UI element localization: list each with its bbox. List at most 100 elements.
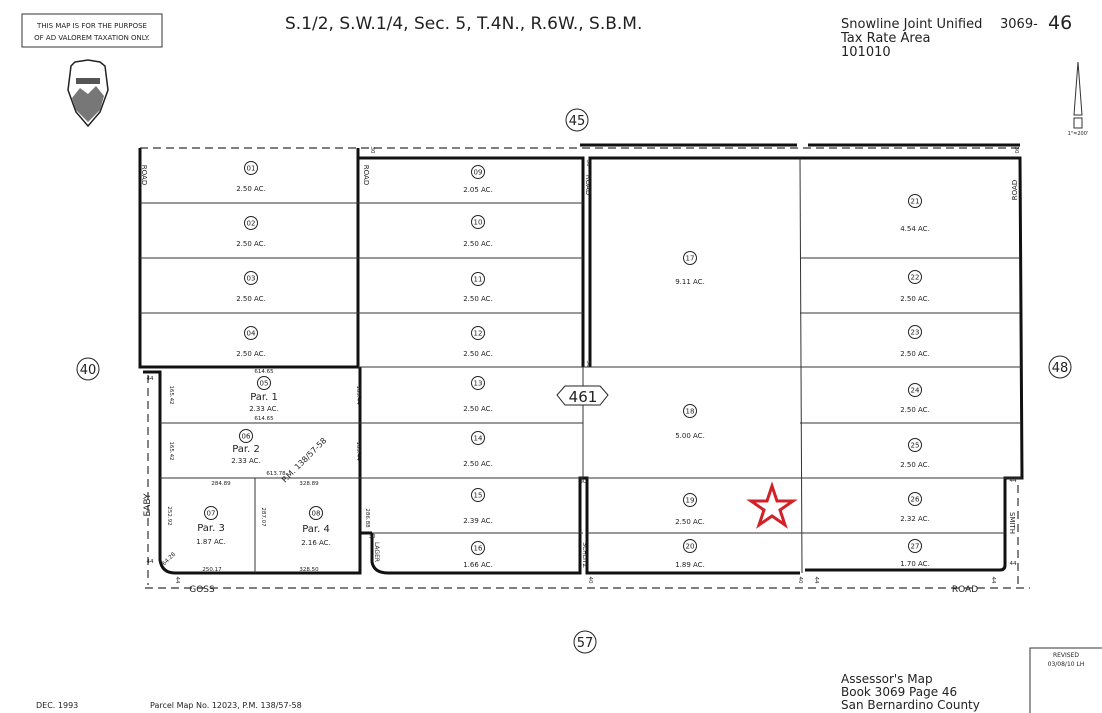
assessor-line3: San Bernardino County — [841, 698, 980, 712]
parcel-number-circle — [908, 194, 922, 208]
parcel-number: 19 — [686, 497, 695, 505]
parcel-12[interactable]: 122.50 AC. — [463, 326, 493, 359]
parcel-20[interactable]: 201.89 AC. — [675, 539, 705, 570]
dimension-label: 613.78 — [266, 471, 286, 477]
map-title: S.1/2, S.W.1/4, Sec. 5, T.4N., R.6W., S.… — [285, 14, 642, 34]
parcel-10[interactable]: 102.50 AC. — [463, 215, 493, 249]
adjacent-page-south-label: 57 — [577, 636, 594, 651]
parcel-number: 25 — [911, 442, 920, 450]
road-name-smith: SMITH — [1008, 512, 1016, 534]
road-width-label: 30 — [585, 160, 591, 167]
parcel-01[interactable]: 012.50 AC. — [236, 161, 266, 194]
parcel-acreage: 2.50 AC. — [675, 518, 705, 526]
parcel-acreage: 2.50 AC. — [900, 295, 930, 303]
dimension-label: 165.44 — [355, 385, 361, 405]
parcel-11[interactable]: 112.50 AC. — [463, 272, 493, 304]
road-width-label: 44 — [147, 376, 154, 382]
parcel-number-circle — [309, 506, 323, 520]
revised-box: REVISED 03/08/10 LH — [1029, 647, 1102, 713]
star-marker-icon — [746, 481, 798, 529]
parcel-acreage: 2.50 AC. — [236, 185, 266, 193]
parcel-acreage: 2.50 AC. — [900, 350, 930, 358]
parcel-acreage: 1.89 AC. — [675, 561, 705, 569]
adjacent-page-west[interactable]: 40 — [76, 357, 100, 381]
dimension-label: 287.07 — [260, 507, 266, 527]
parcel-24[interactable]: 242.50 AC. — [900, 383, 930, 415]
parcel-27[interactable]: 271.70 AC. — [900, 539, 930, 569]
parcel-number: 18 — [686, 408, 695, 416]
parcel-number: 02 — [247, 220, 256, 228]
parcel-number-circle — [244, 271, 258, 285]
dimension-label: 284.89 — [211, 481, 231, 487]
parcel-02[interactable]: 02 2.50 AC. — [236, 216, 266, 249]
assessor-line1: Assessor's Map — [841, 672, 933, 686]
dimension-label: 614.65 — [254, 416, 274, 422]
parcel-14[interactable]: 142.50 AC. — [463, 431, 493, 469]
parcel-number: 10 — [474, 219, 483, 227]
road-name-south-east: ROAD — [952, 585, 978, 595]
disclaimer-box: THIS MAP IS FOR THE PURPOSE OF AD VALORE… — [21, 13, 163, 48]
road-width-label: 40 — [797, 577, 803, 584]
revised-label: REVISED — [1053, 652, 1079, 659]
dimension-label: 614.65 — [254, 369, 274, 375]
parcel-16[interactable]: 161.66 AC. — [463, 541, 493, 570]
road-width-label: 44 — [1010, 478, 1017, 484]
adjacent-page-south[interactable]: 57 — [573, 630, 597, 654]
parcel-09[interactable]: 092.05 AC. — [463, 165, 493, 195]
adjacent-page-north[interactable]: 45 — [565, 108, 589, 132]
parcel-number: 06 — [242, 433, 251, 441]
parcel-number: 15 — [474, 492, 483, 500]
parcel-number: 24 — [911, 387, 920, 395]
parcel-number-circle — [908, 383, 922, 397]
parcel-22[interactable]: 222.50 AC. — [900, 270, 930, 304]
parcel-21[interactable]: 214.54 AC. — [900, 194, 930, 234]
scale-label: 1"=200' — [1068, 131, 1089, 137]
parcel-map-lot: Par. 2 — [232, 444, 260, 455]
road-width-label: 30 — [580, 479, 587, 485]
road-name-east: ROAD — [1011, 180, 1019, 200]
road-width-label: 40 — [587, 577, 593, 584]
parcel-acreage: 2.50 AC. — [236, 240, 266, 248]
road-width-label: 44 — [813, 577, 819, 584]
parcel-acreage: 2.33 AC. — [231, 457, 261, 465]
parcel-number: 03 — [247, 275, 256, 283]
road-name-south-west: GOSS — [189, 585, 215, 595]
parcel-25[interactable]: 25 2.50 AC. — [900, 438, 930, 470]
road-width-label: 44 — [147, 559, 154, 565]
adjacent-page-west-label: 40 — [80, 363, 97, 378]
parcel-17[interactable]: 179.11 AC. — [675, 251, 705, 287]
parcel-23[interactable]: 23 2.50 AC. — [900, 325, 930, 359]
road-name-schlitz: SCHLITZ — [581, 542, 588, 567]
book-prefix: 3069- — [1000, 17, 1038, 32]
parcel-number-circle — [244, 216, 258, 230]
parcel-number-circle — [908, 325, 922, 339]
parcel-04[interactable]: 042.50 AC. — [236, 326, 266, 359]
parcel-26[interactable]: 262.32 AC. — [900, 492, 930, 524]
parcel-acreage: 2.50 AC. — [463, 460, 493, 468]
parcel-number-circle — [471, 431, 485, 445]
parcel-lines — [138, 143, 1030, 589]
parcel-15[interactable]: 152.39 AC. — [463, 488, 493, 526]
parcel-19[interactable]: 19 2.50 AC. — [675, 493, 705, 527]
parcel-map-lot: Par. 4 — [302, 524, 330, 535]
parcel-number: 23 — [911, 329, 920, 337]
parcel-number: 26 — [911, 496, 920, 504]
disclaimer-line1: THIS MAP IS FOR THE PURPOSE — [36, 22, 147, 30]
parcel-map-annotation: P.M. 138/57-58 — [280, 436, 328, 484]
parcel-number: 13 — [474, 380, 483, 388]
parcel-03[interactable]: 032.50 AC. — [236, 271, 266, 304]
adjacent-page-east[interactable]: 48 — [1048, 355, 1072, 379]
parcel-13[interactable]: 13 2.50 AC. — [463, 376, 493, 414]
parcel-number: 21 — [911, 198, 920, 206]
parcel-18[interactable]: 18 5.00 AC. — [675, 404, 705, 441]
road-name-north-3: ROAD — [584, 175, 592, 195]
parcel-acreage: 2.50 AC. — [463, 405, 493, 413]
footer-date: DEC. 1993 — [36, 701, 78, 710]
parcel-number-circle — [204, 506, 218, 520]
parcel-acreage: 5.00 AC. — [675, 432, 705, 440]
parcel-acreage: 2.50 AC. — [900, 461, 930, 469]
